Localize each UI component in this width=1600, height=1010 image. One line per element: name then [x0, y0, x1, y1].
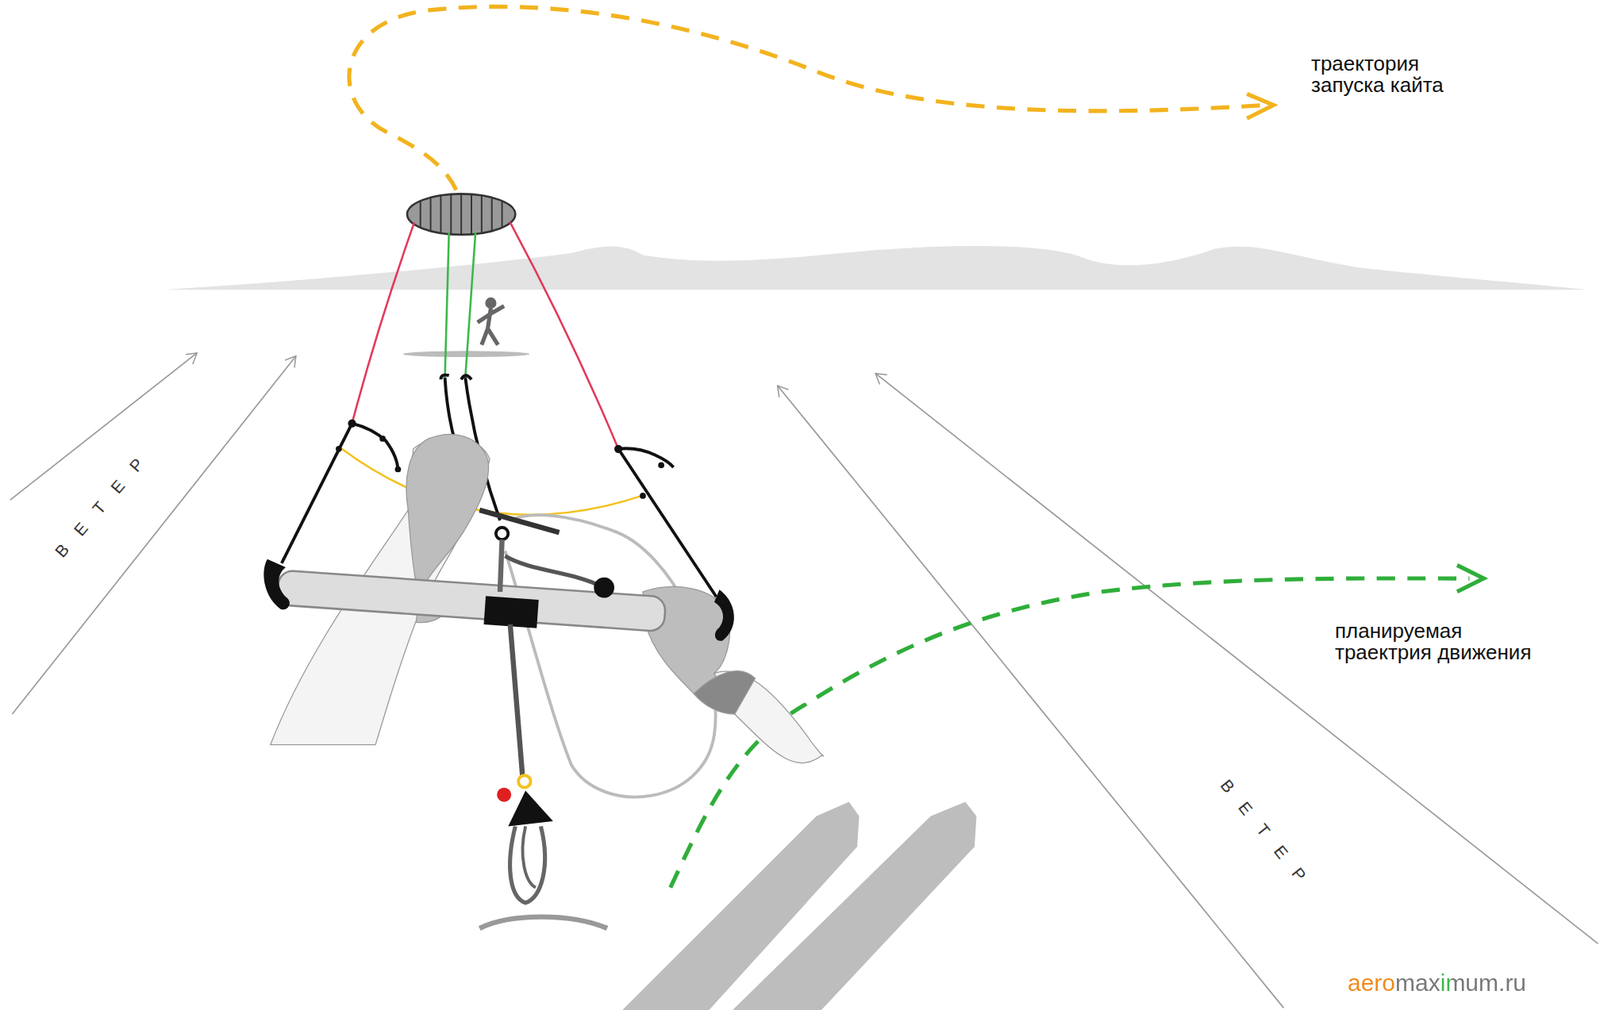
kite — [407, 193, 516, 235]
horizon-hills — [163, 246, 1588, 290]
wind-label: ВЕТЕР — [50, 442, 158, 562]
kite-lines — [352, 222, 620, 449]
launch-trajectory — [349, 6, 1266, 220]
watermark: aeromaximum.ru — [1347, 969, 1527, 997]
depower-system — [479, 510, 615, 929]
trajectory-label: траектория запуска кайта — [1311, 53, 1478, 97]
planned-arrowhead — [1457, 565, 1484, 592]
line-knots — [335, 419, 665, 500]
launch-arrowhead — [1246, 93, 1274, 119]
wind-label: ВЕТЕР — [1215, 776, 1320, 899]
rider-hands — [270, 434, 824, 763]
skis — [622, 802, 977, 1010]
assistant-figure — [403, 298, 530, 358]
wind-lines — [10, 353, 1599, 1008]
trajectory-label: планируемая траектрия движения — [1334, 620, 1562, 665]
bar-leaders — [281, 375, 717, 598]
